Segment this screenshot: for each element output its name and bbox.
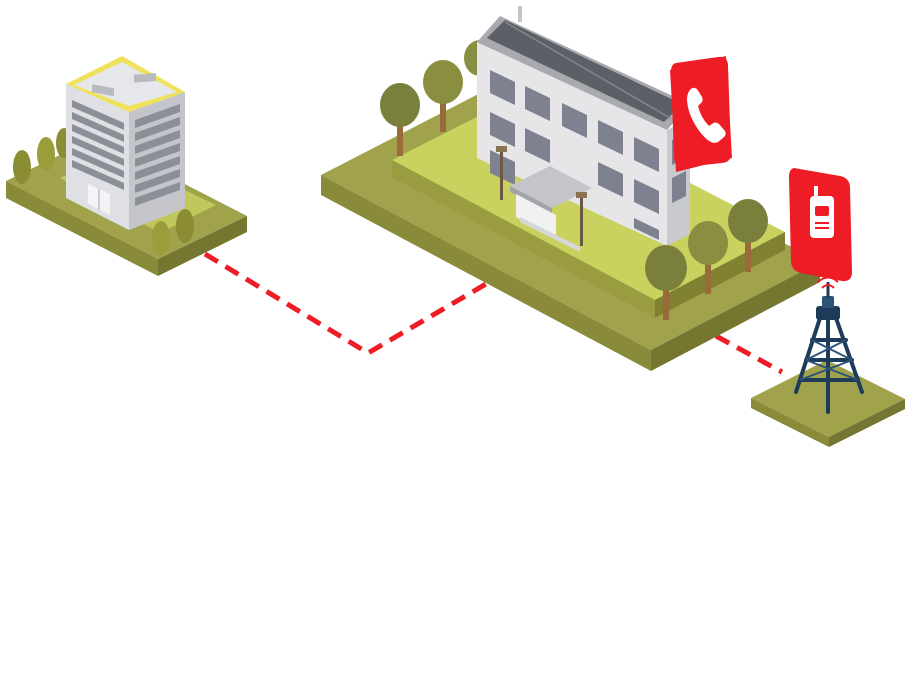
walkie-talkie-badge: [789, 168, 852, 282]
phone-icon: [687, 87, 726, 143]
link-facility-to-tower: [714, 333, 784, 375]
school-building-icon: [321, 6, 820, 371]
link-office-to-facility: [203, 251, 488, 356]
walkie-talkie-icon: [810, 186, 834, 238]
radio-tower-icon: [751, 276, 905, 447]
phone-badge: [670, 56, 732, 172]
office-tower-icon: [6, 56, 247, 276]
